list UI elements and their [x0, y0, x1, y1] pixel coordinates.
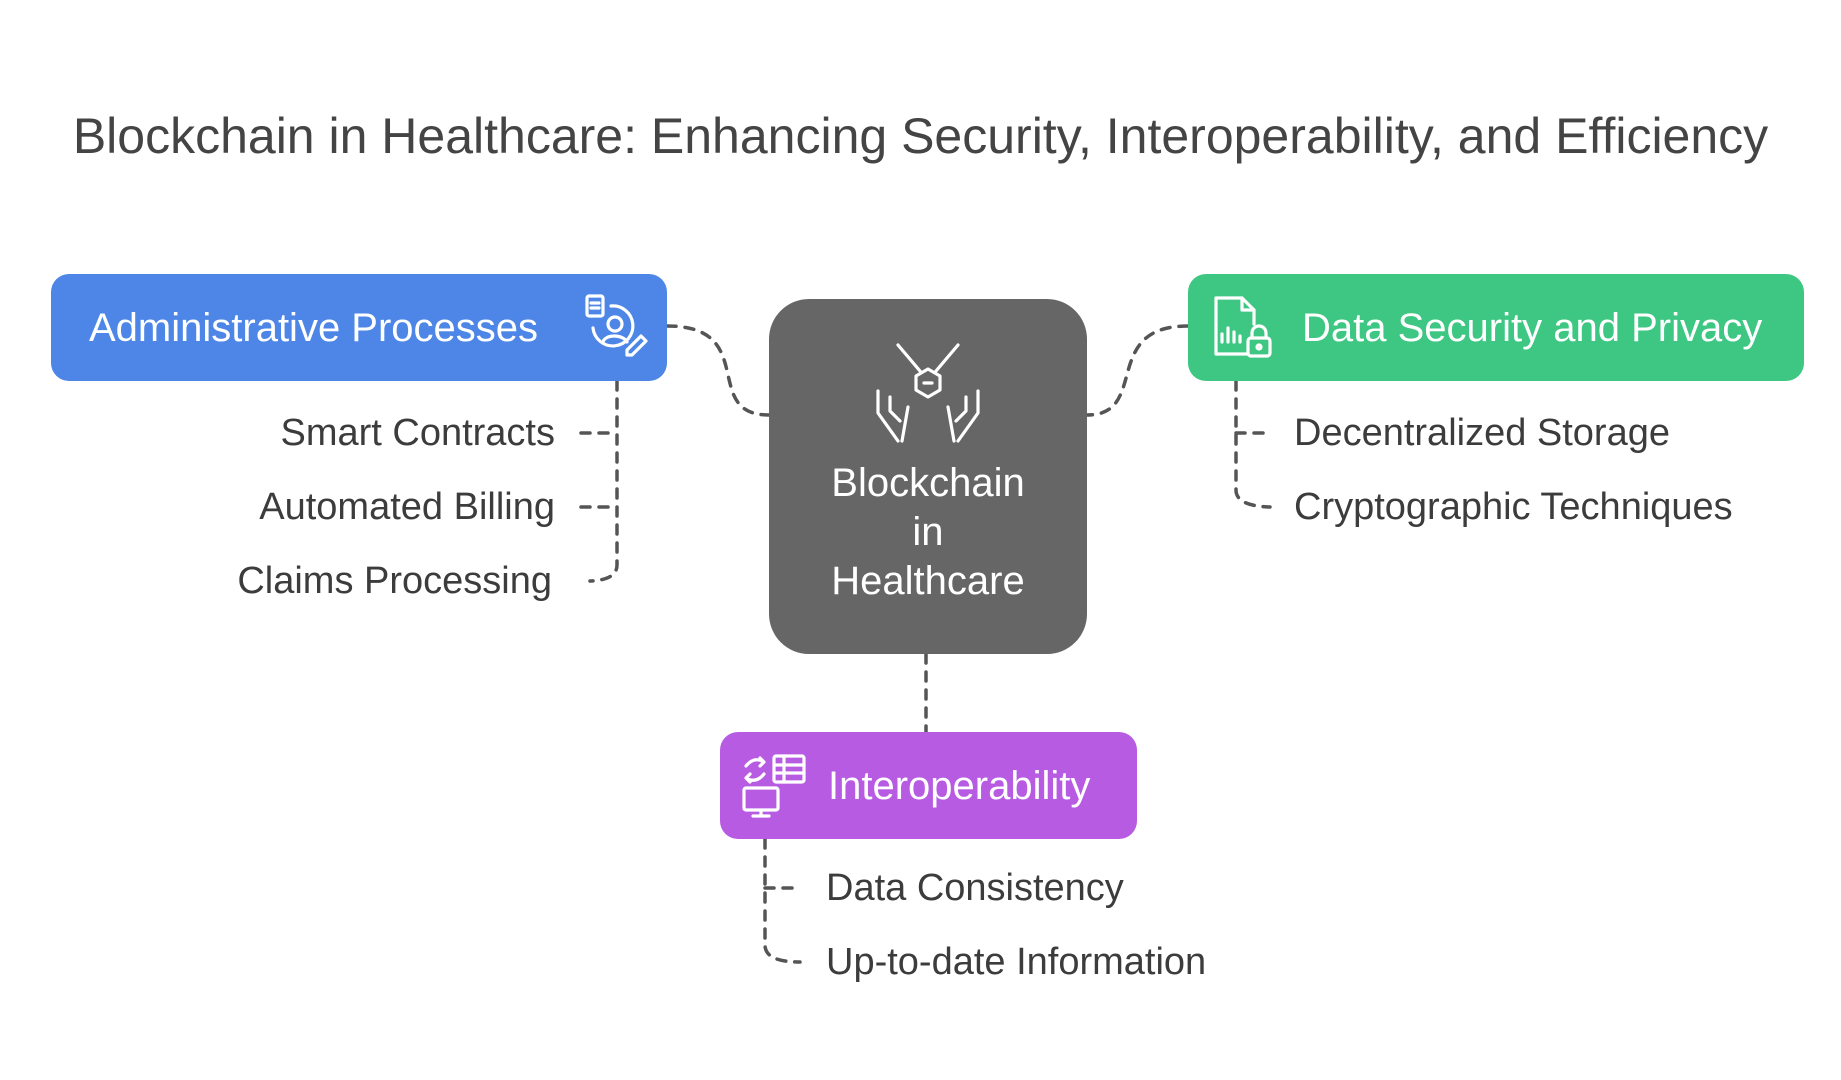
branch-security-box[interactable]: Data Security and Privacy	[1188, 274, 1804, 381]
file-chart-lock-icon	[1214, 296, 1272, 358]
center-label-line-3: Healthcare	[831, 559, 1025, 603]
center-label: Blockchain in Healthcare	[769, 459, 1087, 606]
branch-administrative-box[interactable]: Administrative Processes	[51, 274, 667, 381]
monitor-sync-table-icon	[742, 754, 806, 818]
admin-item-3: Claims Processing	[237, 560, 552, 602]
security-item-2: Cryptographic Techniques	[1294, 486, 1733, 528]
connector-security-tree	[1234, 379, 1272, 509]
center-label-line-2: in	[912, 510, 944, 554]
connector-security-center	[1085, 324, 1190, 417]
branch-interoperability-box[interactable]: Interoperability	[720, 732, 1137, 839]
admin-item-1: Smart Contracts	[280, 412, 555, 454]
hands-holding-blockchain-icon	[876, 343, 980, 443]
diagram-title: Blockchain in Healthcare: Enhancing Secu…	[72, 108, 1769, 164]
interop-item-2: Up-to-date Information	[826, 941, 1207, 983]
connector-admin-center	[665, 324, 771, 417]
connector-interop-tree	[763, 837, 802, 964]
center-label-line-1: Blockchain	[831, 461, 1025, 505]
security-item-1: Decentralized Storage	[1294, 412, 1670, 454]
center-node[interactable]: Blockchain in Healthcare	[769, 299, 1087, 654]
admin-item-2: Automated Billing	[259, 486, 555, 528]
branch-administrative-label: Administrative Processes	[89, 305, 539, 350]
branch-security-label: Data Security and Privacy	[1302, 305, 1763, 350]
document-user-pen-icon	[585, 294, 648, 357]
branch-interoperability-label: Interoperability	[828, 763, 1091, 808]
interop-item-1: Data Consistency	[826, 867, 1124, 909]
connector-admin-tree	[588, 379, 619, 583]
